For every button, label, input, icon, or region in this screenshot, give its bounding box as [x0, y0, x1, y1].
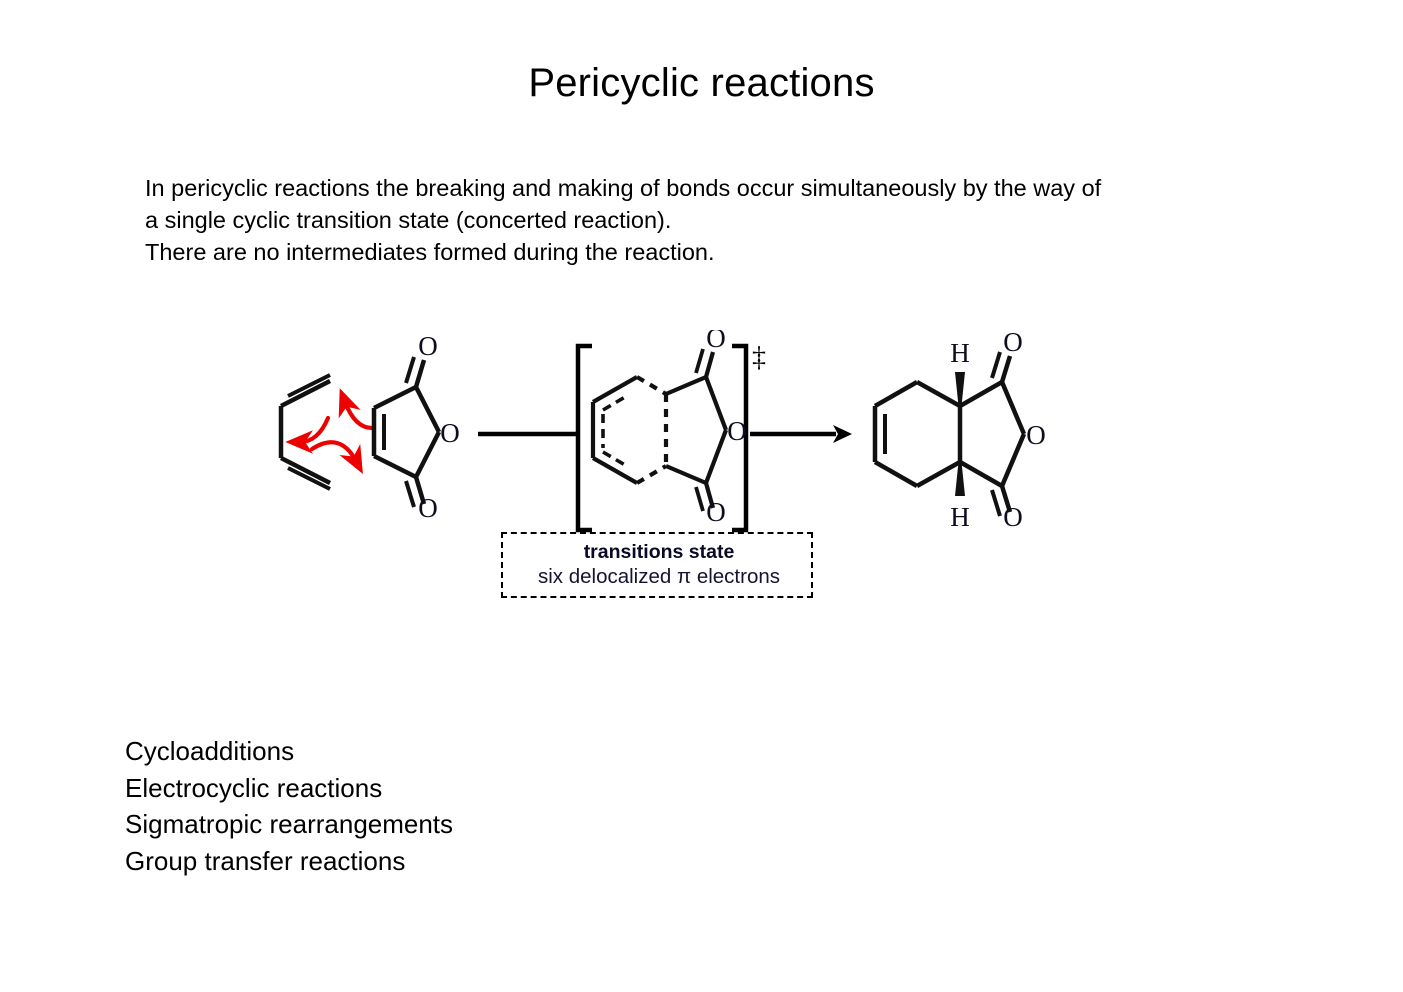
caption-subtitle: six delocalized π electrons	[537, 565, 781, 588]
ts-atom-label-o-ring: O	[727, 416, 747, 446]
transition-state-structure	[590, 348, 728, 512]
wedge-bond-h-bottom	[955, 462, 965, 496]
product-ring-bond-bottom-right	[915, 460, 962, 488]
transition-state-atom-labels: O O O	[706, 330, 747, 527]
product-atom-label-h-bottom: H	[950, 502, 970, 532]
butadiene-c1-c2-bond-b	[287, 373, 331, 398]
product-bond-c2-o1	[999, 433, 1027, 487]
curly-arrow-dienophile	[338, 388, 375, 431]
anhydride-c5-o-bond-a	[413, 359, 427, 388]
product-stereo-wedges	[955, 372, 965, 496]
product-ring-bond-bottom-left	[873, 460, 919, 488]
reaction-arrow-2	[750, 425, 852, 443]
double-dagger-symbol: ‡	[752, 342, 766, 373]
ts-bond-c5-o1	[704, 376, 728, 431]
atom-label-o-carbonyl-top: O	[418, 331, 438, 361]
product-c5-o-bond-a	[999, 355, 1013, 383]
list-item: Sigmatropic rearrangements	[125, 809, 454, 839]
caption-title: transitions state	[583, 541, 735, 563]
anhydride-bond-c4-c5	[372, 384, 418, 411]
ts-c5-o-bond-b	[694, 348, 705, 374]
product-c2-o-bond-a	[999, 485, 1013, 513]
ts-atom-label-o-carbonyl-bottom: O	[706, 497, 726, 527]
product-ring-bond-top-left	[873, 380, 919, 408]
reactant-anhydride-atom-labels: O O O	[418, 331, 460, 523]
pericyclic-reaction-types-list: Cycloadditions Electrocyclic reactions S…	[125, 733, 453, 879]
ts-atom-label-o-carbonyl-top: O	[706, 330, 726, 353]
curly-arrow-new-bond	[309, 440, 363, 474]
anhydride-bond-c3-c2	[372, 453, 418, 480]
product-atom-label-o-carbonyl-top: O	[1003, 330, 1023, 357]
ts-c5-o-bond-a	[703, 351, 716, 378]
electron-flow-arrows	[285, 388, 375, 474]
anhydride-c5-o-bond-b	[404, 356, 416, 384]
anhydride-bond-c5-o1	[413, 385, 442, 434]
ts-bond-c-c5	[665, 375, 707, 396]
wedge-bond-h-top	[955, 372, 965, 406]
butadiene-c3-c4-bond-b	[287, 466, 331, 491]
ts-forming-bond-top	[635, 375, 668, 396]
transition-state-bracket	[575, 343, 749, 533]
atom-label-o-ring: O	[440, 418, 460, 448]
product-c2-o-bond-b	[990, 489, 1002, 517]
ts-bond-c2-o1	[704, 429, 728, 484]
bracket-left	[575, 343, 592, 533]
list-item: Electrocyclic reactions	[125, 772, 383, 803]
ts-c2-o-bond-a	[703, 482, 716, 509]
intro-line-3: There are no intermediates formed during…	[145, 239, 715, 265]
atom-label-o-carbonyl-bottom: O	[418, 493, 438, 523]
curly-arrow-diene	[285, 415, 331, 454]
reactant-maleic-anhydride	[371, 356, 442, 508]
page-title: Pericyclic reactions	[528, 61, 875, 105]
anhydride-c2-o-bond-a	[413, 476, 427, 505]
ts-inner-mark-top	[602, 395, 626, 412]
product-atom-label-h-top: H	[950, 338, 970, 368]
anhydride-bond-c2-o1	[413, 430, 442, 479]
bracket-right	[732, 343, 749, 533]
ts-c2-o-bond-b	[694, 486, 705, 512]
anhydride-c2-o-bond-b	[404, 480, 416, 508]
product-c5-o-bond-b	[990, 351, 1002, 379]
transition-state-caption-box: transitions state six delocalized π elec…	[501, 532, 813, 598]
ts-ring-bond-top-left	[591, 375, 639, 404]
ts-forming-bond-bottom	[635, 464, 668, 485]
ts-inner-mark-bottom	[602, 450, 626, 467]
list-item: Cycloadditions	[125, 736, 295, 766]
list-item: Group transfer reactions	[125, 845, 406, 876]
intro-line-1: In pericyclic reactions the breaking and…	[145, 175, 1102, 201]
butadiene-c1-c2-bond-a	[279, 378, 332, 409]
intro-paragraph: In pericyclic reactions the breaking and…	[145, 172, 1295, 268]
product-atom-labels: H H O O O	[950, 330, 1046, 532]
reaction-scheme: O O O ‡	[278, 330, 1046, 533]
product-bond-c-c5	[958, 380, 1004, 408]
product-structure	[872, 351, 1027, 517]
product-bond-c-c2	[958, 460, 1004, 488]
product-bond-c5-o1	[999, 381, 1027, 435]
ts-bond-c-c2	[665, 464, 707, 485]
product-atom-label-o-ring: O	[1026, 420, 1046, 450]
intro-line-2: a single cyclic transition state (concer…	[145, 207, 672, 233]
butadiene-c3-c4-bond-a	[279, 455, 332, 486]
product-ring-bond-top-right	[915, 380, 962, 408]
ts-ring-bond-bottom-left	[591, 456, 639, 485]
reaction-arrow-2-head	[833, 425, 852, 443]
reactant-butadiene	[278, 373, 332, 491]
product-atom-label-o-carbonyl-bottom: O	[1003, 502, 1023, 532]
